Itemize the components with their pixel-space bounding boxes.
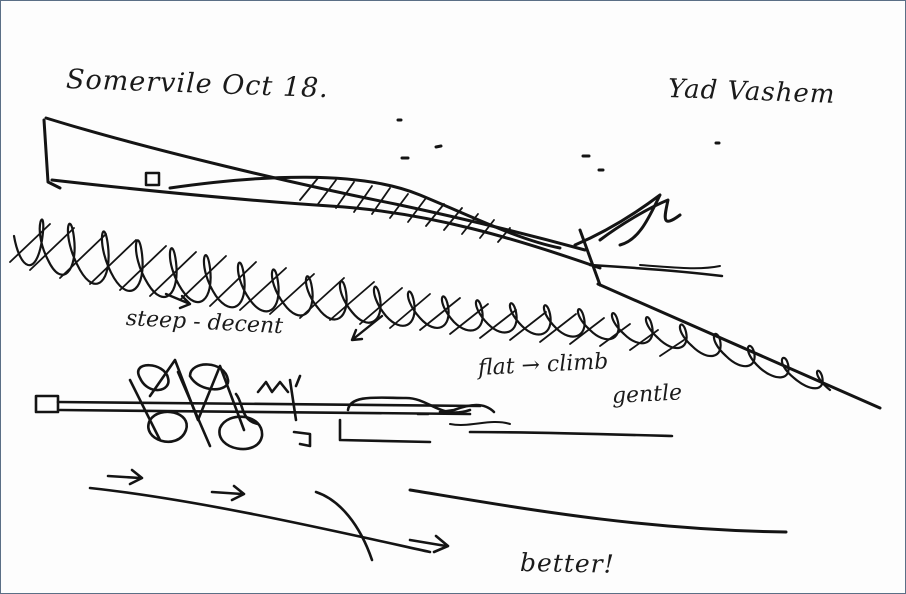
hillside-hatching <box>10 224 684 356</box>
place-note: Yad Vashem <box>667 74 836 110</box>
roof-hatching <box>300 178 510 242</box>
verdict-note: better! <box>520 548 615 579</box>
speckles <box>398 120 719 170</box>
flow-arrows <box>90 470 786 560</box>
gentle-note: gentle <box>611 380 682 409</box>
building-outline <box>44 118 880 408</box>
hillside-scribble <box>14 220 830 390</box>
